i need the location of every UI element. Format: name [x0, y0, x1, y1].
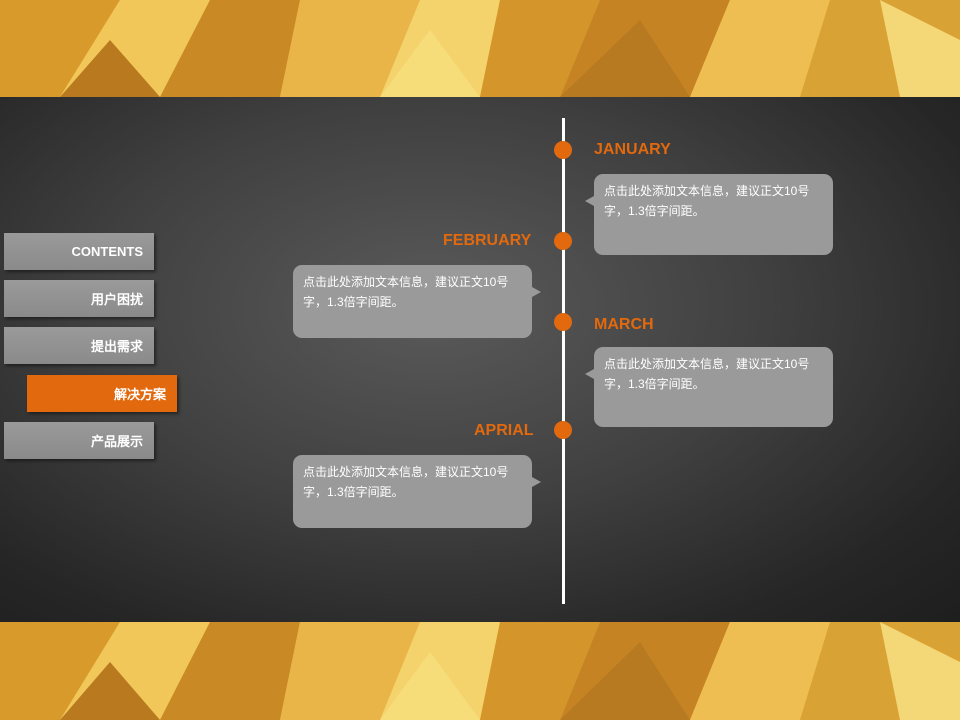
month-label-march: MARCH [594, 316, 654, 333]
menu-item-requirements[interactable]: 提出需求 [4, 327, 154, 364]
bubble-pointer [532, 477, 541, 487]
timeline-dot-aprial [554, 421, 572, 439]
month-label-february: FEBRUARY [443, 232, 532, 249]
bubble-pointer [532, 287, 541, 297]
bubble-text: 点击此处添加文本信息，建议正文10号字，1.3倍字间距。 [303, 465, 509, 499]
top-decorative-band [0, 0, 960, 97]
timeline-dot-february [554, 232, 572, 250]
menu-item-solution[interactable]: 解决方案 [27, 375, 177, 412]
menu-item-contents[interactable]: CONTENTS [4, 233, 154, 270]
bubble-text: 点击此处添加文本信息，建议正文10号字，1.3倍字间距。 [303, 275, 509, 309]
text-bubble-january[interactable]: 点击此处添加文本信息，建议正文10号字，1.3倍字间距。 [585, 174, 833, 255]
menu-item-product[interactable]: 产品展示 [4, 422, 154, 459]
bubble-text: 点击此处添加文本信息，建议正文10号字，1.3倍字间距。 [604, 357, 810, 391]
month-label-january: JANUARY [594, 141, 671, 158]
menu-item-user-pain[interactable]: 用户困扰 [4, 280, 154, 317]
text-bubble-aprial[interactable]: 点击此处添加文本信息，建议正文10号字，1.3倍字间距。 [293, 455, 541, 528]
text-bubble-february[interactable]: 点击此处添加文本信息，建议正文10号字，1.3倍字间距。 [293, 265, 541, 338]
text-bubble-march[interactable]: 点击此处添加文本信息，建议正文10号字，1.3倍字间距。 [585, 347, 833, 427]
bottom-decorative-band [0, 622, 960, 720]
bubble-pointer [585, 369, 594, 379]
timeline-dot-march [554, 313, 572, 331]
month-label-aprial: APRIAL [474, 422, 534, 439]
bubble-text: 点击此处添加文本信息，建议正文10号字，1.3倍字间距。 [604, 184, 810, 218]
bubble-pointer [585, 196, 594, 206]
timeline-dot-january [554, 141, 572, 159]
timeline-line [562, 118, 565, 604]
